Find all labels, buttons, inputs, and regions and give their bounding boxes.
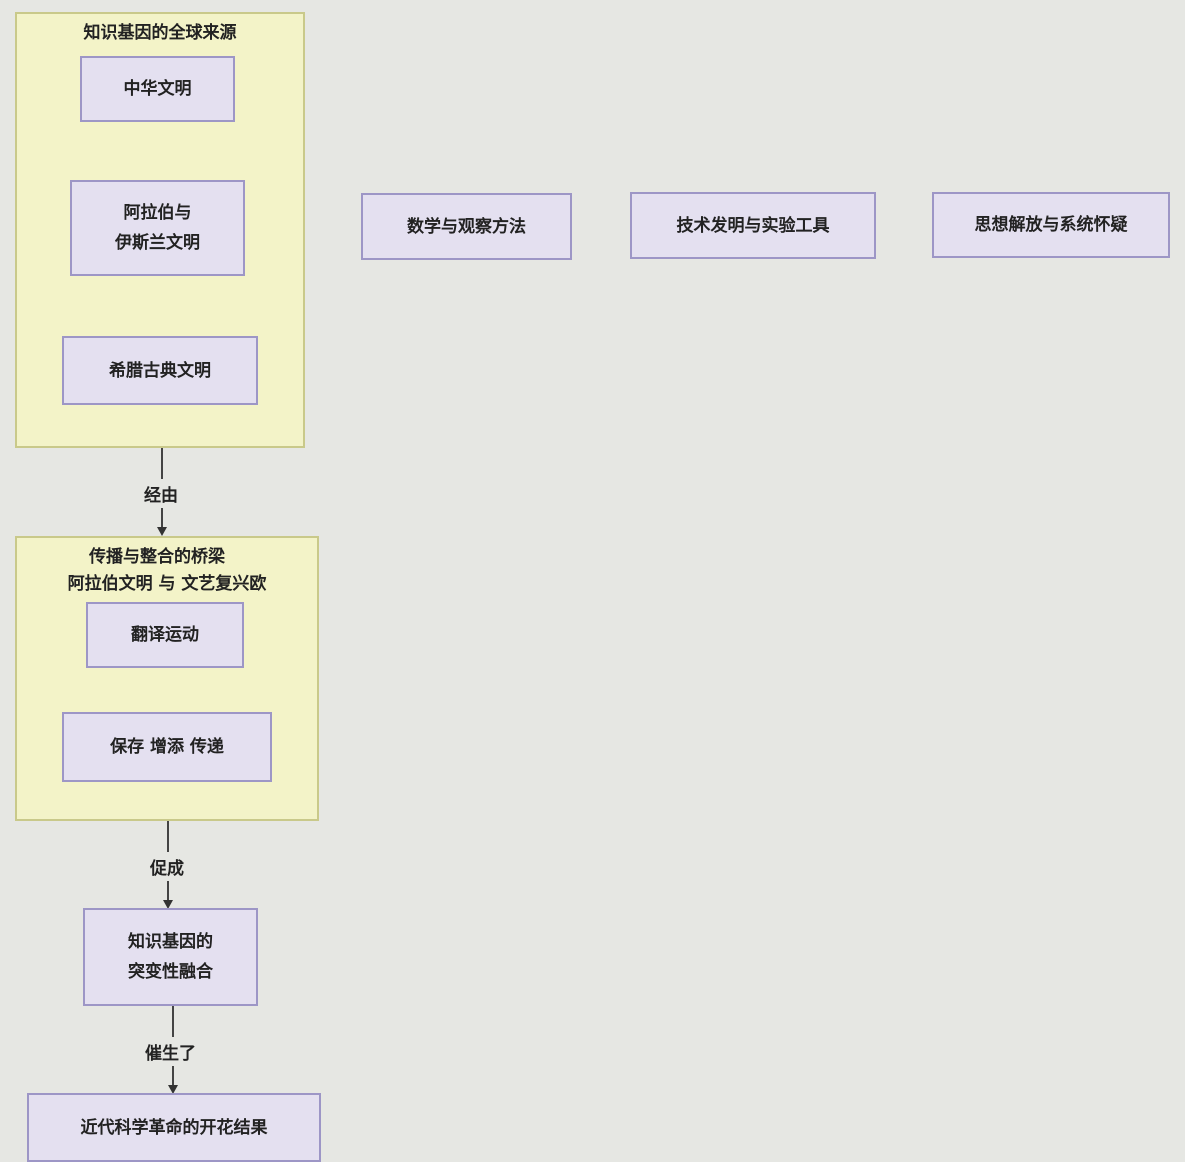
node-label: 阿拉伯与 xyxy=(123,203,192,223)
node-label: 保存 增添 传递 xyxy=(110,737,224,757)
cluster-title: 传播与整合的桥梁 xyxy=(89,547,225,567)
node-chinese-civilization[interactable]: 中华文明 xyxy=(80,56,235,122)
node-label: 突变性融合 xyxy=(128,962,213,982)
node-thought-liberation[interactable]: 思想解放与系统怀疑 xyxy=(932,192,1170,258)
node-tech-instruments[interactable]: 技术发明与实验工具 xyxy=(630,192,876,259)
node-label: 数学与观察方法 xyxy=(407,216,526,237)
node-preserve-add-transmit[interactable]: 保存 增添 传递 xyxy=(62,712,272,782)
node-label: 中华文明 xyxy=(123,79,192,99)
node-label: 希腊古典文明 xyxy=(109,360,211,381)
cluster-subtitle: 阿拉伯文明 与 文艺复兴欧 xyxy=(67,574,267,594)
node-arab-islamic-civilization[interactable]: 阿拉伯与伊斯兰文明 xyxy=(70,180,245,276)
node-math-observation[interactable]: 数学与观察方法 xyxy=(361,193,572,260)
node-knowledge-gene-fusion[interactable]: 知识基因的突变性融合 xyxy=(83,908,258,1006)
node-label: 技术发明与实验工具 xyxy=(676,215,830,236)
node-label: 近代科学革命的开花结果 xyxy=(80,1117,268,1138)
node-label: 翻译运动 xyxy=(131,625,199,645)
node-label: 思想解放与系统怀疑 xyxy=(974,215,1128,235)
edge-label-via: 经由 xyxy=(144,479,178,508)
node-translation-movement[interactable]: 翻译运动 xyxy=(86,602,244,668)
arrow-head xyxy=(163,900,173,909)
node-greek-civilization[interactable]: 希腊古典文明 xyxy=(62,336,258,405)
node-label: 知识基因的 xyxy=(128,932,213,952)
arrow-head xyxy=(168,1085,178,1094)
edge-label-enable: 促成 xyxy=(150,852,184,881)
node-label: 伊斯兰文明 xyxy=(115,233,200,253)
edge-label-produce: 催生了 xyxy=(145,1037,196,1066)
arrow-head xyxy=(157,527,167,536)
cluster-title: 知识基因的全球来源 xyxy=(83,23,237,43)
node-scientific-revolution[interactable]: 近代科学革命的开花结果 xyxy=(27,1093,321,1162)
